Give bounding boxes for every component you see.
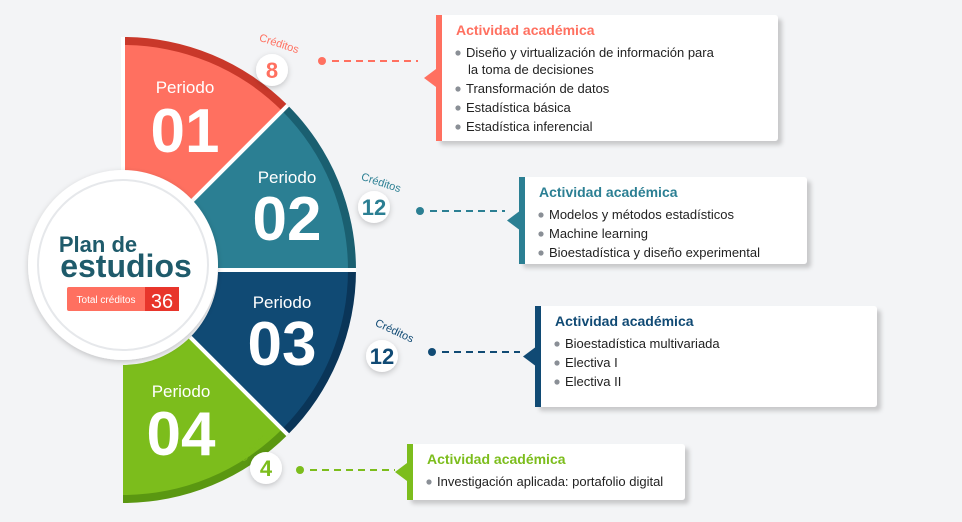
- card-1-bullet-3: [455, 105, 461, 111]
- credits-badge-1: [256, 54, 288, 86]
- card-title-3: Actividad académica: [555, 313, 694, 329]
- card-title-4: Actividad académica: [427, 451, 566, 467]
- credits-value-1: 8: [266, 58, 278, 83]
- period-segment-2: [190, 110, 349, 270]
- card-1-bullet-2: [455, 86, 461, 92]
- card-pointer-4: [395, 463, 407, 481]
- card-1-item-4: Estadística inferencial: [466, 119, 593, 134]
- credits-badge-4: [250, 452, 282, 484]
- period-label-1: Periodo: [156, 78, 215, 97]
- card-accent-4: [407, 444, 413, 500]
- period-label-2: Periodo: [258, 168, 317, 187]
- card-3-item-3: Electiva II: [565, 374, 621, 389]
- card-title-1: Actividad académica: [456, 22, 595, 38]
- credits-badge-3: [366, 340, 398, 372]
- period-rim-4: [123, 427, 288, 503]
- plan-center: Plan de estudios Total créditos 36: [28, 170, 218, 360]
- card-pointer-3: [523, 347, 535, 366]
- card-1-bullet-4: [455, 124, 461, 130]
- card-title-2: Actividad académica: [539, 184, 678, 200]
- card-3-bullet-3: [554, 379, 560, 385]
- connector-dot-3: [428, 348, 436, 356]
- card-3-item-2: Electiva I: [565, 355, 618, 370]
- period-segment-3: [190, 270, 348, 430]
- credits-value-3: 12: [370, 344, 394, 369]
- connector-dot-2: [416, 207, 424, 215]
- period-label-4: Periodo: [152, 382, 211, 401]
- period-divider-4: [188, 335, 290, 437]
- period-number-2: 02: [253, 185, 322, 254]
- period-segment-4: [123, 337, 283, 495]
- card-pointer-1: [424, 69, 436, 87]
- card-1-item-2: Transformación de datos: [466, 81, 610, 96]
- period-rim-1: [123, 37, 288, 113]
- center-circle: [28, 170, 218, 360]
- period-rim-2: [280, 105, 356, 271]
- total-credits-value-bg: [145, 287, 179, 311]
- period-rim-3: [280, 270, 356, 435]
- period-divider-2: [188, 103, 290, 205]
- card-2-item-2: Machine learning: [549, 226, 648, 241]
- connector-dot-4: [296, 466, 304, 474]
- credits-label-2: Créditos: [360, 171, 403, 195]
- credits-label-1: Créditos: [258, 32, 301, 56]
- card-1-item-1: Diseño y virtualización de información p…: [466, 45, 715, 60]
- credits-value-2: 12: [362, 195, 386, 220]
- center-ring: [37, 179, 209, 351]
- card-2-bullet-1: [538, 212, 544, 218]
- card-bg-1: [436, 15, 778, 141]
- card-3-bullet-2: [554, 360, 560, 366]
- credits-badge-2: [358, 191, 390, 223]
- card-accent-1: [436, 15, 442, 141]
- period-number-1: 01: [151, 97, 220, 166]
- card-3-item-1: Bioestadística multivariada: [565, 336, 720, 351]
- card-2-item-1: Modelos y métodos estadísticos: [549, 207, 734, 222]
- card-bg-2: [519, 177, 807, 264]
- card-1-item-1-line-2: la toma de decisiones: [468, 62, 594, 77]
- plan-title-line1: Plan de: [59, 232, 137, 257]
- connector-dot-1: [318, 57, 326, 65]
- card-2-bullet-2: [538, 231, 544, 237]
- card-4-bullet-1: [426, 479, 432, 485]
- card-1-bullet-1: [455, 50, 461, 56]
- connectors: [296, 57, 520, 474]
- card-accent-2: [519, 177, 525, 264]
- card-accent-3: [535, 306, 541, 407]
- period-number-4: 04: [147, 400, 216, 469]
- total-credits-label: Total créditos: [77, 295, 136, 306]
- card-2-item-3: Bioestadística y diseño experimental: [549, 245, 760, 260]
- card-4-item-1: Investigación aplicada: portafolio digit…: [437, 474, 663, 489]
- card-3-bullet-1: [554, 341, 560, 347]
- card-1-item-3: Estadística básica: [466, 100, 572, 115]
- card-bg-3: [535, 306, 877, 407]
- plan-title-line2: estudios: [60, 248, 192, 284]
- card-2-bullet-3: [538, 250, 544, 256]
- total-credits-value: 36: [151, 291, 173, 313]
- period-segment-1: [123, 45, 283, 203]
- period-number-3: 03: [248, 310, 317, 379]
- card-bg-4: [407, 444, 685, 500]
- card-pointer-2: [507, 211, 519, 230]
- period-label-3: Periodo: [253, 293, 312, 312]
- credits-value-4: 4: [260, 456, 273, 481]
